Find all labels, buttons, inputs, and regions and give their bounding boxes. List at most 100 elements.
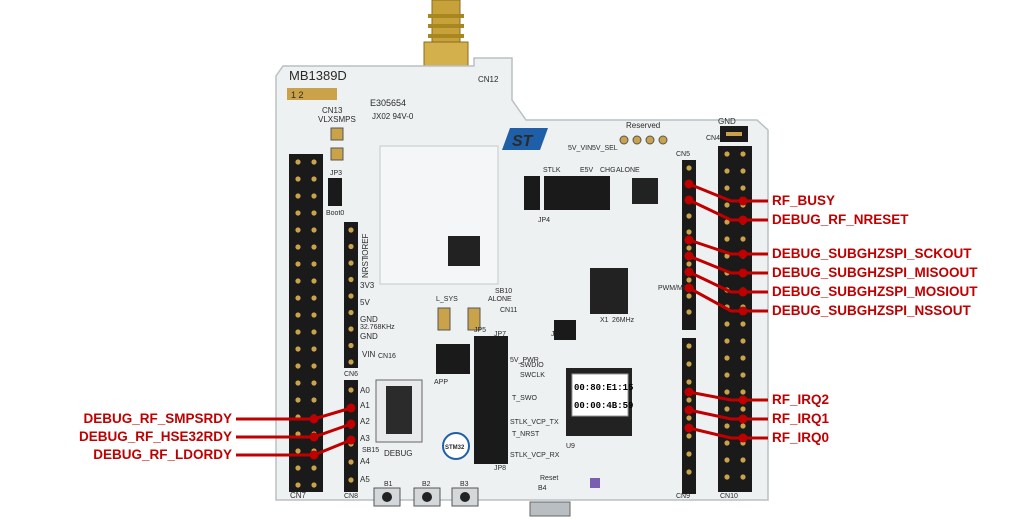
svg-text:STLK: STLK <box>543 167 561 174</box>
svg-text:GND: GND <box>718 117 736 126</box>
svg-text:26MHz: 26MHz <box>612 317 635 324</box>
header-pin <box>740 355 746 361</box>
svg-text:CN11: CN11 <box>500 307 517 314</box>
header-pin <box>740 151 746 157</box>
header-pin <box>686 261 692 267</box>
annotation-dot <box>346 435 356 445</box>
annotation-leader-line <box>688 286 768 313</box>
header-pin <box>295 244 301 250</box>
header-pin <box>311 227 317 233</box>
header-pin <box>724 168 730 174</box>
annotation-leader-line <box>688 408 768 421</box>
header-pin <box>740 372 746 378</box>
header-pin <box>724 474 730 480</box>
header-pin <box>311 261 317 267</box>
mac-address-line2: 00:00:4B:59 <box>574 401 633 411</box>
header-pin <box>295 261 301 267</box>
annotation-dot <box>738 268 748 278</box>
power-jumper-block <box>524 176 610 210</box>
header-pin <box>295 482 301 488</box>
svg-text:CHG: CHG <box>600 167 616 174</box>
reserved-pads <box>619 135 668 145</box>
header-pin <box>686 229 692 235</box>
svg-text:X1: X1 <box>600 317 609 324</box>
header-pin <box>686 415 692 421</box>
label-debug-rf-hse32rdy: DEBUG_RF_HSE32RDY <box>78 429 232 444</box>
push-button-b3 <box>451 487 479 507</box>
header-pin <box>348 359 354 365</box>
svg-text:JP3: JP3 <box>330 170 342 177</box>
label-debug-rf-ldordy: DEBUG_RF_LDORDY <box>93 447 232 462</box>
header-pin <box>348 260 354 266</box>
svg-text:SWCLK: SWCLK <box>520 372 545 379</box>
svg-text:STLK_VCP_RX: STLK_VCP_RX <box>510 452 560 459</box>
annotation-dot <box>684 179 694 189</box>
header-pin <box>686 433 692 439</box>
header-pin <box>686 361 692 367</box>
header-pin <box>724 457 730 463</box>
svg-text:5V: 5V <box>360 298 370 307</box>
svg-text:CN6: CN6 <box>344 371 358 378</box>
header-pin <box>348 387 354 393</box>
header-pin <box>295 431 301 437</box>
status-led <box>590 478 600 488</box>
annotation-dot <box>738 414 748 424</box>
svg-text:GND: GND <box>360 332 378 341</box>
annotation-dot <box>684 267 694 277</box>
annotation-dot <box>738 196 748 206</box>
annotation-dot <box>738 287 748 297</box>
header-pin <box>686 165 692 171</box>
svg-text:SB15: SB15 <box>362 447 379 454</box>
header-pin <box>348 227 354 233</box>
header-pin <box>311 210 317 216</box>
annotation-dot <box>684 283 694 293</box>
svg-text:JP8: JP8 <box>494 465 506 472</box>
header-pin <box>348 342 354 349</box>
header-pin <box>295 159 301 165</box>
annotation-dot <box>738 215 748 225</box>
annotation-dot <box>346 403 356 413</box>
svg-text:ALONE: ALONE <box>488 296 512 303</box>
header-pin <box>295 465 301 471</box>
header-pin <box>724 355 730 361</box>
header-pin <box>348 459 354 465</box>
header-pin <box>311 312 317 318</box>
header-pin <box>311 346 317 352</box>
svg-text:SWDIO: SWDIO <box>520 362 544 369</box>
stlink-mcu <box>566 368 632 436</box>
annotation-leader-line <box>688 390 768 402</box>
annotation-leader-line <box>688 182 768 203</box>
label-debug-rf-smpsrdy: DEBUG_RF_SMPSRDY <box>83 411 232 426</box>
svg-text:Reserved: Reserved <box>626 121 660 130</box>
header-pin <box>295 448 301 454</box>
svg-text:CN13: CN13 <box>322 106 343 115</box>
svg-text:CN10: CN10 <box>720 493 738 500</box>
svg-text:DEBUG: DEBUG <box>384 449 412 458</box>
header-pin <box>295 397 301 403</box>
annotation-leader-line <box>688 254 768 275</box>
rf-module-area <box>379 145 499 285</box>
header-pin <box>740 236 746 242</box>
label-debug-subghzspi-nssout: DEBUG_SUBGHZSPI_NSSOUT <box>772 303 971 318</box>
label-debug-rf-nreset: DEBUG_RF_NRESET <box>772 212 909 227</box>
label-rf-irq2: RF_IRQ2 <box>772 392 830 407</box>
header-pin <box>295 227 301 233</box>
svg-text:T_NRST: T_NRST <box>512 431 540 438</box>
label-debug-subghzspi-misoout: DEBUG_SUBGHZSPI_MISOOUT <box>772 265 978 280</box>
annotation-dot <box>346 419 356 429</box>
revision-box <box>287 88 337 100</box>
svg-text:STLK_VCP_TX: STLK_VCP_TX <box>510 419 559 426</box>
header-pin <box>740 338 746 344</box>
header-pin <box>724 406 730 412</box>
push-button-b1 <box>373 487 401 507</box>
header-pin <box>311 482 317 488</box>
header-pin <box>311 465 317 471</box>
annotation-dot <box>309 414 319 424</box>
annotation-dot <box>684 235 694 245</box>
header-pin <box>740 474 746 480</box>
svg-text:U9: U9 <box>566 443 575 450</box>
svg-text:Reset: Reset <box>540 475 558 482</box>
label-debug-subghzspi-mosiout: DEBUG_SUBGHZSPI_MOSIOUT <box>772 284 978 299</box>
board-model-text: MB1389D <box>289 68 347 83</box>
svg-text:L_SYS: L_SYS <box>436 296 458 303</box>
